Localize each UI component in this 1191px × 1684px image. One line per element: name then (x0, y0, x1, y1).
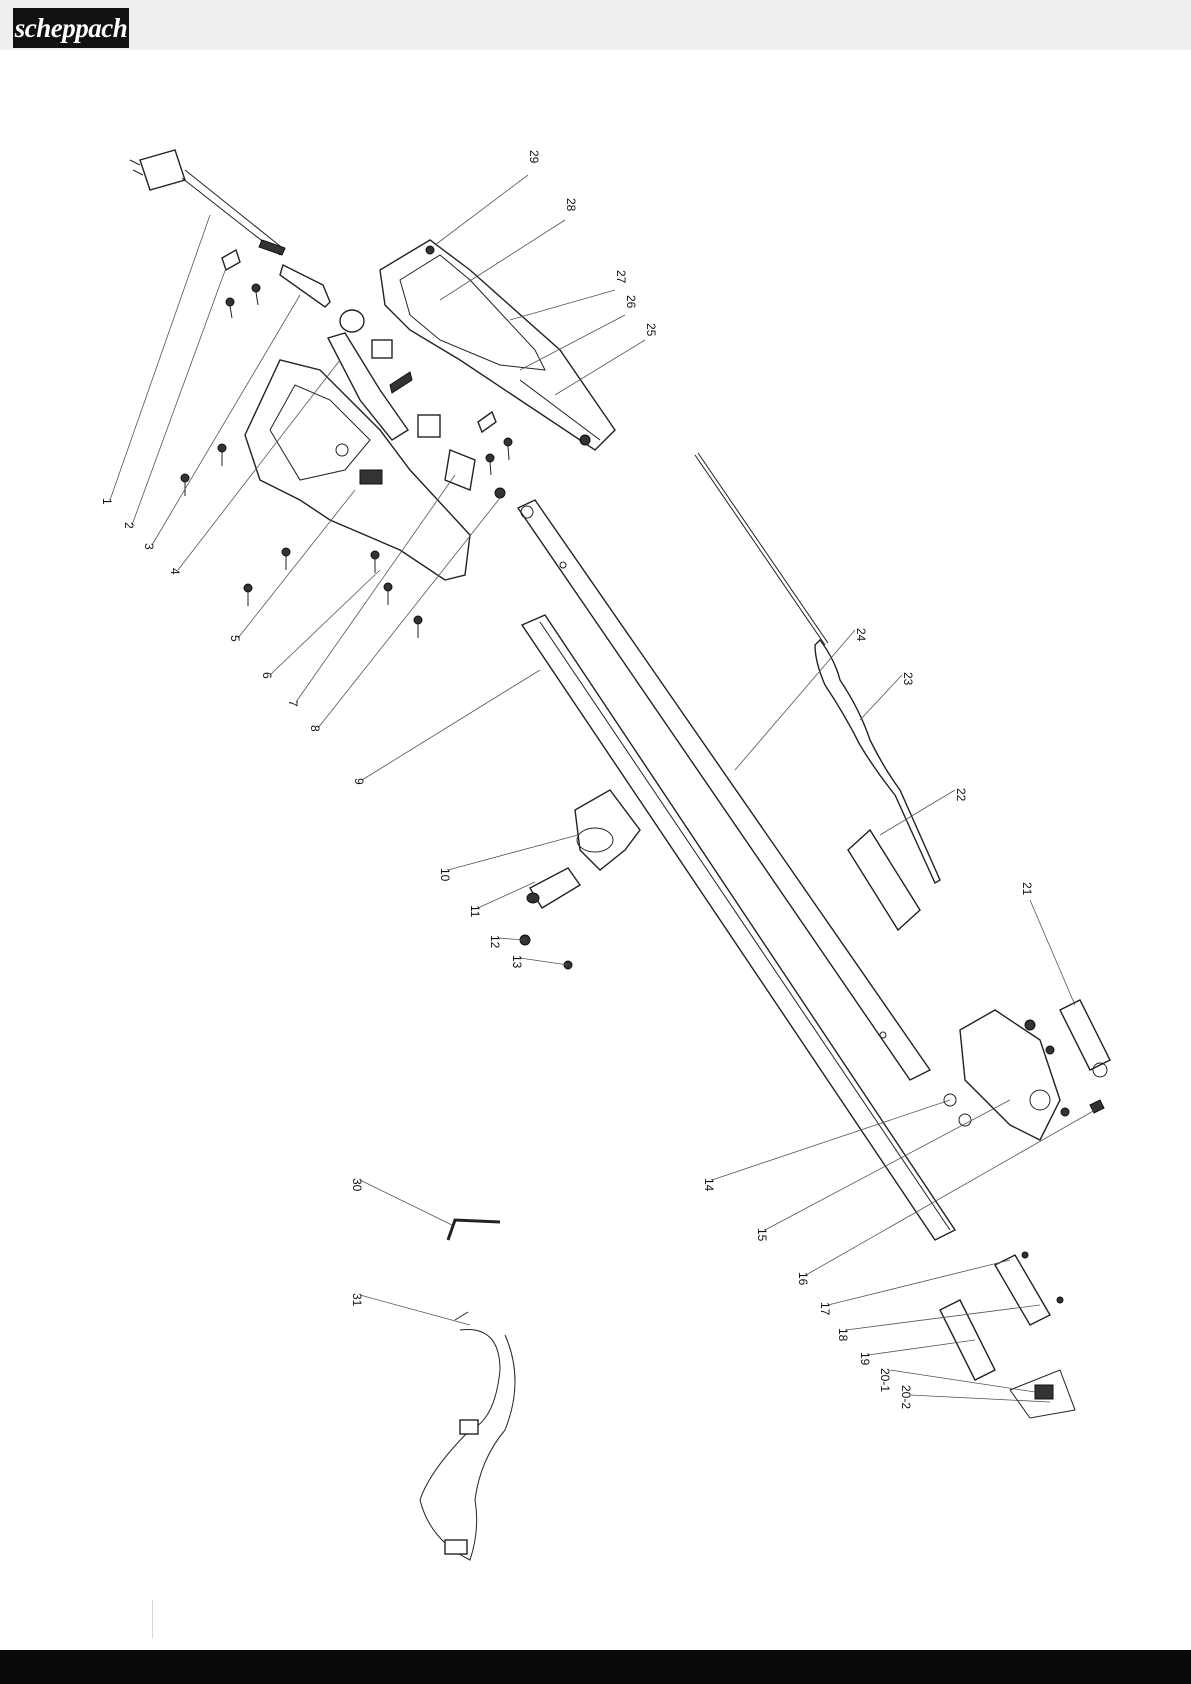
callout-23: 23 (901, 672, 915, 686)
part-shoulder-strap (420, 1312, 515, 1560)
part-housing-right (380, 240, 615, 450)
callout-24: 24 (854, 628, 868, 642)
callout-1: 1 (100, 498, 114, 505)
page-margin-marker (152, 1600, 153, 1638)
callout-6: 6 (260, 672, 274, 679)
callout-21: 21 (1020, 882, 1034, 896)
callout-17: 17 (818, 1302, 832, 1316)
callout-26: 26 (624, 295, 638, 309)
header-bar: scheppach (0, 0, 1191, 50)
callout-2: 2 (122, 522, 136, 529)
callout-16: 16 (796, 1272, 810, 1286)
callout-14: 14 (702, 1178, 716, 1192)
callout-22: 22 (954, 788, 968, 802)
callout-18: 18 (836, 1328, 850, 1342)
exploded-parts-diagram: 1 2 3 4 5 6 7 8 9 10 11 12 13 14 15 16 1… (0, 50, 1191, 1650)
part-nut (495, 488, 505, 498)
footer-bar (0, 1650, 1191, 1684)
callout-20-2: 20-2 (899, 1385, 913, 1409)
callout-labels: 1 2 3 4 5 6 7 8 9 10 11 12 13 14 15 16 1… (100, 150, 1034, 1409)
callout-3: 3 (142, 543, 156, 550)
callout-25: 25 (644, 323, 658, 337)
callout-9: 9 (352, 778, 366, 785)
callout-19: 19 (858, 1352, 872, 1366)
callout-8: 8 (308, 725, 322, 732)
callout-15: 15 (755, 1228, 769, 1242)
callout-13: 13 (510, 955, 524, 969)
part-hex-key (448, 1220, 500, 1240)
part-spool-assembly (940, 1252, 1075, 1418)
callout-28: 28 (564, 198, 578, 212)
part-head-mount (944, 1000, 1110, 1140)
callout-31: 31 (350, 1293, 364, 1307)
part-upper-tube (518, 500, 930, 1080)
callout-4: 4 (168, 568, 182, 575)
part-switch-block (445, 450, 475, 490)
callout-12: 12 (488, 935, 502, 949)
part-power-cord (130, 150, 285, 255)
callout-27: 27 (614, 270, 628, 284)
part-clamp-assembly (520, 790, 640, 969)
callout-30: 30 (350, 1178, 364, 1192)
part-lower-tube (522, 615, 955, 1240)
callout-20-1: 20-1 (878, 1368, 892, 1392)
part-sleeve-cylinder (848, 830, 920, 930)
callout-11: 11 (468, 905, 482, 918)
scheppach-logo: scheppach (13, 8, 129, 48)
part-cord-clamp (222, 250, 260, 318)
callout-29: 29 (527, 150, 541, 164)
callout-7: 7 (286, 700, 300, 707)
callout-10: 10 (438, 868, 452, 882)
part-cable-sleeve (280, 265, 330, 307)
callout-5: 5 (228, 635, 242, 642)
